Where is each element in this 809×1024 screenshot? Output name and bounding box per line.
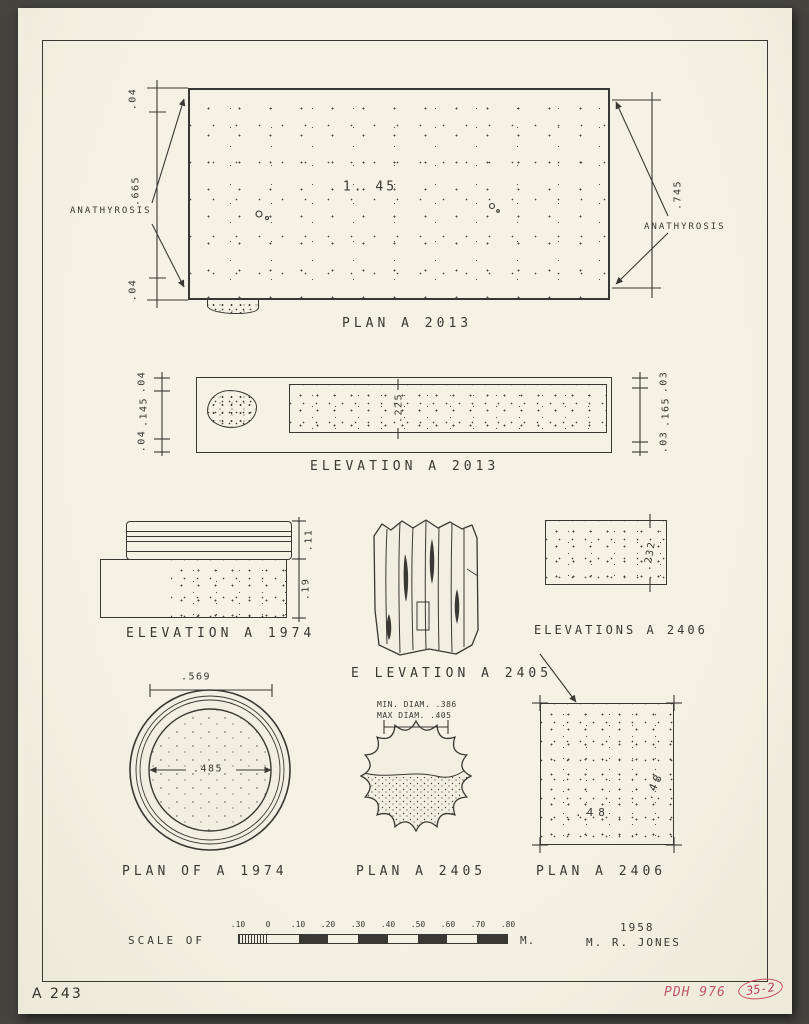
border-frame xyxy=(42,40,768,982)
scale-segment xyxy=(388,935,418,943)
patch-rectangle xyxy=(416,601,430,631)
elevation-a-1974-title: ELEVATION A 1974 xyxy=(126,626,316,641)
elevation-a-1974-cap-dim: .11 xyxy=(303,528,315,552)
plan-a-2406-title: PLAN A 2406 xyxy=(536,864,667,879)
scale-tick-label: .40 xyxy=(380,920,396,929)
scale-segment xyxy=(447,935,477,943)
plan-a-2405-min-diam: MIN. DIAM. .386 xyxy=(377,700,457,709)
plan-of-a-1974-inner-dim: .485 xyxy=(192,763,224,775)
scale-tick-label: .70 xyxy=(470,920,486,929)
scale-segment xyxy=(358,935,388,943)
scale-tick-label: .60 xyxy=(440,920,456,929)
elevation-a-2405-title: E LEVATION A 2405 xyxy=(351,666,553,681)
flute-lines xyxy=(385,520,465,654)
scale-tick-label: .50 xyxy=(410,920,426,929)
elevation-a-1974-body-dim: .19 xyxy=(300,577,312,601)
plan-a-2013-block xyxy=(188,88,610,300)
crack-line xyxy=(361,765,471,778)
reference-number: PDH 976 xyxy=(664,985,726,1000)
molding-line xyxy=(127,551,291,552)
elevation-a-2013-band xyxy=(289,384,607,433)
elevation-a-2013-right-dim-top: .03 xyxy=(658,370,670,394)
drawing-author: M. R. JONES xyxy=(586,936,681,949)
scale-segment xyxy=(417,935,448,943)
break-line xyxy=(466,568,479,577)
fluted-drum-plan-drawing xyxy=(359,719,473,833)
plan-of-a-1974-title: PLAN OF A 1974 xyxy=(122,864,288,879)
elevation-a-2013-left-dim-top: .04 xyxy=(136,370,148,394)
scale-segment xyxy=(328,935,358,943)
scale-tick-label: .80 xyxy=(500,920,516,929)
elevation-a-2013-title: ELEVATION A 2013 xyxy=(310,459,500,474)
elevation-a-2013-outline xyxy=(196,377,612,453)
crack-marks xyxy=(386,539,460,640)
plan-a-2406-width-dim: .48 xyxy=(575,806,610,819)
scale-tick-label: .30 xyxy=(350,920,366,929)
molding-line xyxy=(127,541,291,542)
plan-a-2013-chip xyxy=(207,299,259,314)
plan-a-2013-left-dim-mid: .665 xyxy=(130,175,142,207)
elevations-a-2406-title: ELEVATIONS A 2406 xyxy=(534,623,708,637)
plan-a-2013-left-dim-bot: .04 xyxy=(127,278,139,302)
plan-a-2013-left-dim-top: .04 xyxy=(127,87,139,111)
plan-a-2013-title: PLAN A 2013 xyxy=(342,316,473,331)
scale-tick-label: 0 xyxy=(265,920,271,929)
molding-line xyxy=(127,536,291,537)
scale-segment xyxy=(269,935,299,943)
elevation-a-1974-body xyxy=(100,559,287,618)
plan-of-a-1974-outer-dim: .569 xyxy=(180,671,212,683)
plan-a-2405-title: PLAN A 2405 xyxy=(356,864,487,879)
drawing-year: 1958 xyxy=(620,921,655,934)
molding-line xyxy=(127,531,291,532)
scale-segment xyxy=(239,935,269,943)
scale-segment xyxy=(298,935,329,943)
sheet-number: A 243 xyxy=(32,986,83,1002)
plan-a-2013-right-dim: .745 xyxy=(672,179,684,211)
scale-bar xyxy=(238,934,508,944)
fluted-drum-elevation-drawing xyxy=(373,519,479,656)
elevation-a-2013-right-dim-mid: .165 xyxy=(660,396,672,428)
ring-circle xyxy=(139,699,281,841)
scale-tick-label: .10 xyxy=(230,920,246,929)
fragment-outline xyxy=(373,519,479,656)
scale-tick-label: .20 xyxy=(320,920,336,929)
plan-a-2013-width-dim: 1. 45 xyxy=(342,179,398,195)
ring-circle xyxy=(135,695,285,845)
elevation-a-2013-band-dim: .225 xyxy=(393,392,405,424)
scale-segment xyxy=(477,935,508,943)
plan-a-2406-block xyxy=(540,703,674,845)
plan-a-2405-max-diam: MAX DIAM. .405 xyxy=(377,711,452,720)
elevation-a-1974-cap xyxy=(126,521,292,560)
plan-a-2013-left-label: ANATHYROSIS xyxy=(70,206,152,216)
elevation-a-2013-patch xyxy=(207,390,257,428)
elevation-a-2013-left-dim-mid: .145 xyxy=(138,396,150,428)
elevation-a-1974-body-stipple xyxy=(171,560,286,617)
column-base-plan-drawing xyxy=(129,689,291,851)
scale-label: SCALE OF xyxy=(128,934,205,947)
plan-a-2013-right-label: ANATHYROSIS xyxy=(644,222,726,232)
elevations-a-2406-block xyxy=(545,520,667,585)
scale-tick-label: .10 xyxy=(290,920,306,929)
scale-unit: M. xyxy=(520,934,536,947)
elevation-a-2013-left-dim-bot: .04 xyxy=(136,429,148,453)
elevation-a-2013-right-dim-bot: .03 xyxy=(658,430,670,454)
